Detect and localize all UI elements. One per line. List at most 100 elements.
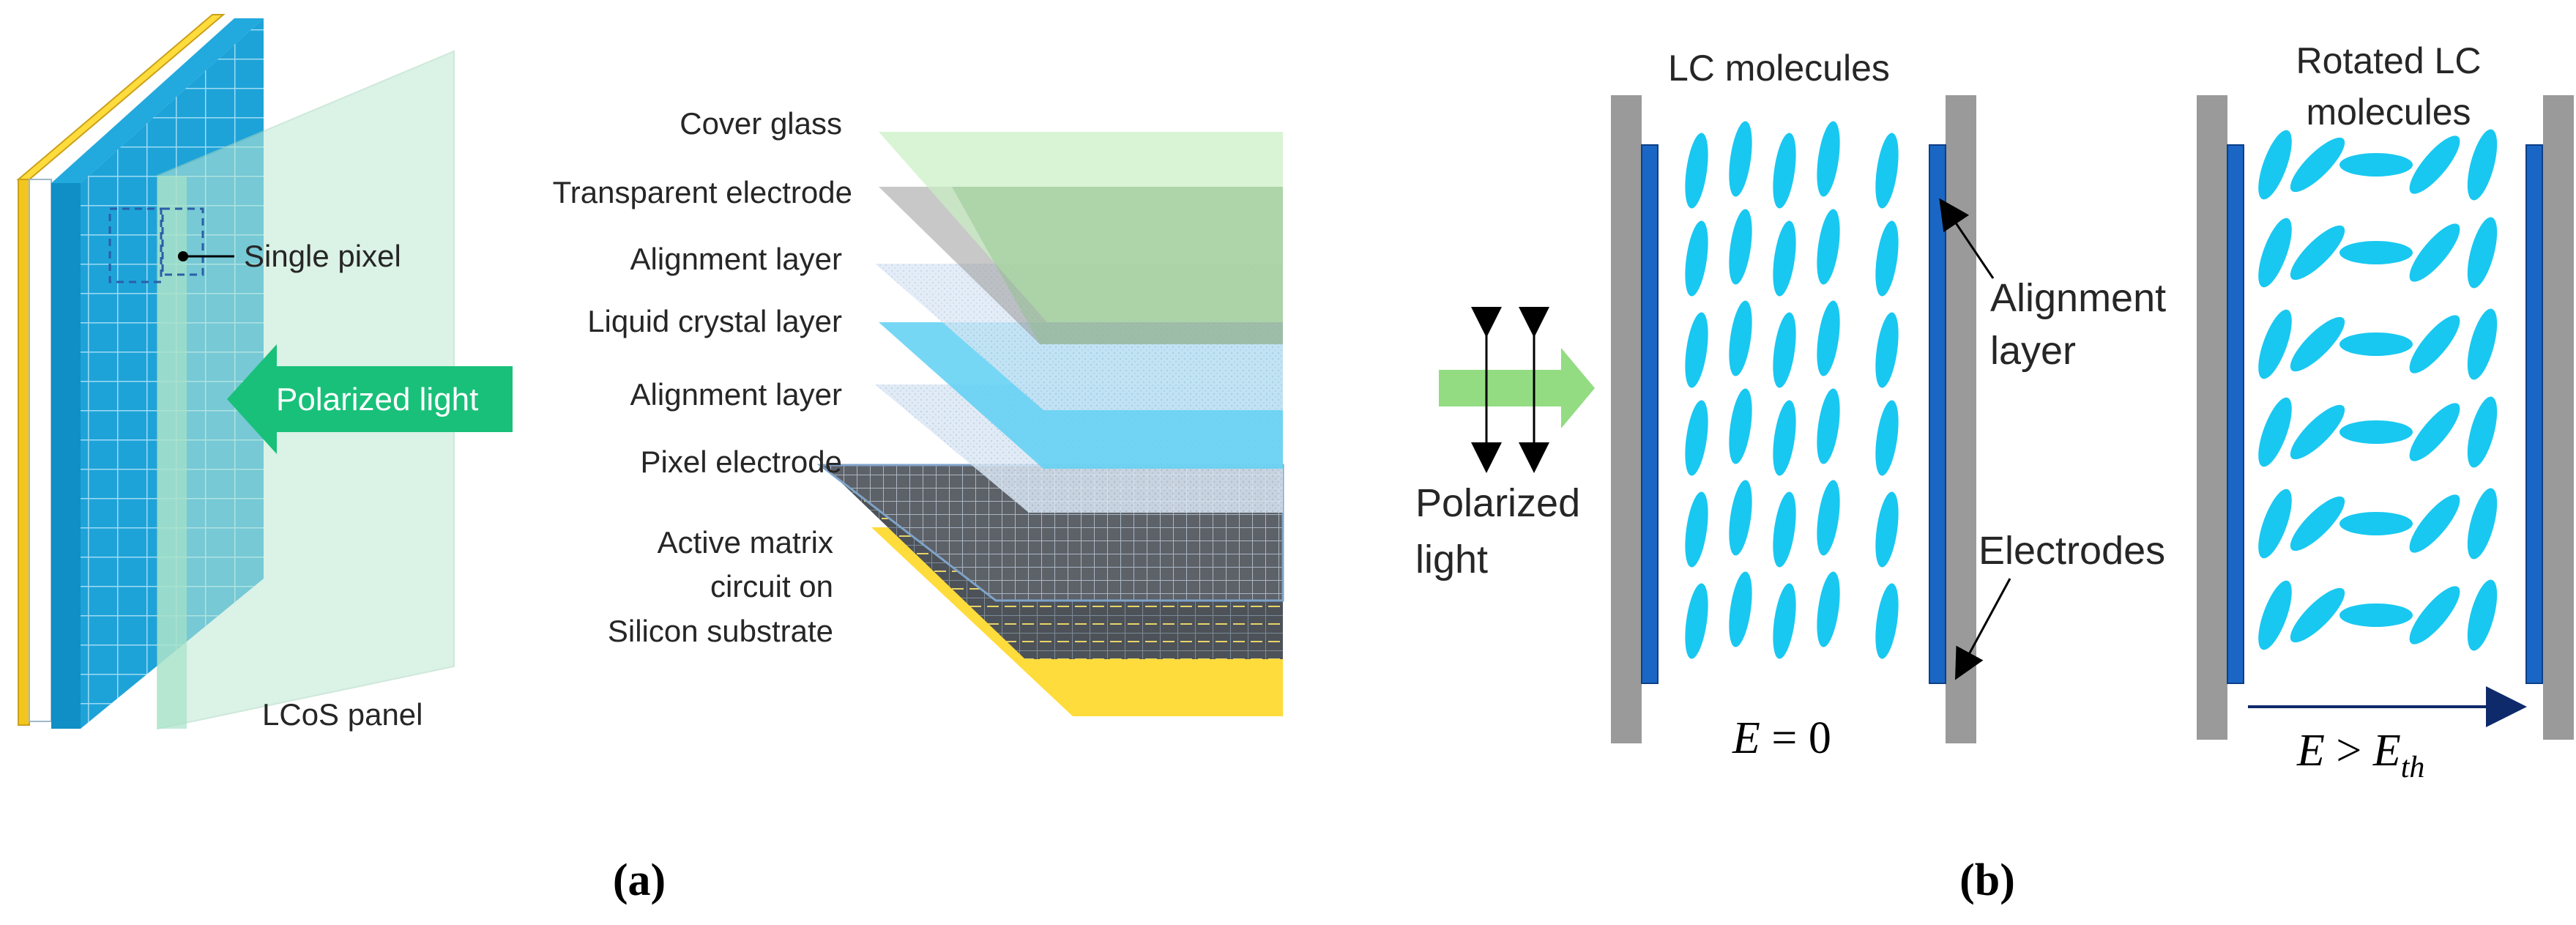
- electrodes-pointer: [1954, 578, 2011, 680]
- layer-stack-illustration: [816, 132, 1284, 716]
- silicon-backplane: [18, 179, 30, 726]
- polarized-light-b-1: Polarized: [1415, 481, 1580, 525]
- electrode-left-on: [2227, 144, 2244, 684]
- label-silicon-substrate: Silicon substrate: [608, 614, 833, 648]
- single-pixel-marker-back: [161, 207, 204, 276]
- label-liquid-crystal-layer: Liquid crystal layer: [587, 304, 842, 338]
- lc-molecule: [2409, 494, 2460, 553]
- lc-molecule: [2467, 396, 2498, 468]
- lc-molecule: [2258, 397, 2292, 467]
- cover-glass-layer: [879, 132, 1283, 322]
- lc-molecule: [1875, 400, 1899, 476]
- lc-molecule: [2409, 315, 2460, 374]
- cell-on-state: [2197, 95, 2574, 740]
- cell-off-state: [1611, 95, 1976, 743]
- lc-molecule: [1729, 121, 1752, 197]
- lc-molecule: [2258, 130, 2292, 200]
- lc-molecule: [2339, 333, 2413, 356]
- electrode-right: [1929, 144, 1946, 684]
- single-pixel-label: Single pixel: [244, 239, 401, 273]
- lc-molecule: [1773, 220, 1796, 297]
- lc-molecule: [1773, 583, 1796, 659]
- caption-a: (a): [613, 855, 666, 905]
- lc-molecule: [1875, 312, 1899, 388]
- electrode-right-on: [2525, 144, 2543, 684]
- lc-molecule: [1817, 121, 1840, 197]
- lc-molecule: [2290, 404, 2345, 460]
- lc-molecule: [1685, 491, 1708, 568]
- lc-molecule: [1773, 312, 1796, 388]
- lc-molecule: [2339, 153, 2413, 177]
- label-pixel-electrode: Pixel electrode: [641, 445, 842, 479]
- field-on-th: th: [2401, 751, 2425, 784]
- lc-molecule: [2290, 225, 2345, 281]
- lc-molecule: [1773, 491, 1796, 568]
- label-alignment-layer-top: Alignment layer: [630, 242, 842, 276]
- lc-molecule: [2258, 580, 2292, 650]
- lc-molecule: [1729, 388, 1752, 464]
- lc-molecules-off: [1685, 121, 1899, 659]
- lc-molecule: [2339, 420, 2413, 444]
- lc-molecule: [1817, 480, 1840, 556]
- polarized-light-label: Polarized light: [276, 382, 478, 417]
- glass-plate-right-on: [2543, 95, 2574, 740]
- lc-molecule: [2339, 603, 2413, 627]
- lc-molecule: [1875, 133, 1899, 209]
- glass-plate-left-on: [2197, 95, 2227, 740]
- electrodes-label: Electrodes: [1978, 529, 2165, 573]
- lc-molecule: [2467, 217, 2498, 289]
- label-alignment-layer-bottom: Alignment layer: [630, 377, 842, 412]
- lc-molecule: [2258, 309, 2292, 379]
- single-pixel-dot: [178, 251, 188, 261]
- field-on-gt: >: [2325, 726, 2373, 776]
- caption-b: (b): [1959, 855, 2015, 905]
- lc-molecule: [1685, 220, 1708, 297]
- lc-molecule: [2409, 223, 2460, 282]
- lc-molecule: [1685, 400, 1708, 476]
- polarized-light-b-2: light: [1415, 538, 1488, 582]
- lc-molecule: [2409, 135, 2460, 194]
- lc-molecule: [2258, 218, 2292, 288]
- lc-molecule: [2290, 587, 2345, 643]
- incident-light: [1439, 307, 1595, 473]
- lc-molecule: [1875, 583, 1899, 659]
- field-on-eth: E: [2372, 726, 2401, 776]
- lc-molecule: [2258, 488, 2292, 559]
- lc-molecule: [2339, 241, 2413, 264]
- single-pixel-marker: [108, 207, 163, 283]
- lc-molecule: [2409, 403, 2460, 461]
- layer-labels: Cover glass Transparent electrode Alignm…: [553, 106, 852, 648]
- alignment-layer-label-2: layer: [1990, 329, 2076, 373]
- incident-light-arrow: [1439, 348, 1595, 428]
- lc-molecule: [1729, 209, 1752, 285]
- label-transparent-electrode: Transparent electrode: [553, 175, 852, 209]
- field-on-equation: E > Eth: [2296, 726, 2424, 784]
- label-circuit-on: circuit on: [710, 569, 833, 603]
- label-active-matrix: Active matrix: [658, 525, 833, 560]
- lc-molecule: [1729, 300, 1752, 376]
- field-off-value: = 0: [1760, 713, 1831, 763]
- electrode-left: [1641, 144, 1659, 684]
- lc-molecule: [2339, 512, 2413, 535]
- lc-molecule: [1817, 300, 1840, 376]
- polarized-light-arrow: [227, 344, 513, 454]
- lc-molecule: [2290, 316, 2345, 372]
- pixel-grid-panel: [51, 183, 81, 729]
- alignment-layer-label-1: Alignment: [1990, 276, 2166, 320]
- rotated-lc-label-1: Rotated LC: [2296, 40, 2482, 81]
- label-cover-glass: Cover glass: [680, 106, 842, 141]
- lc-molecule: [2290, 137, 2345, 193]
- lcos-panel-illustration: Single pixel Polarized light LCoS panel: [16, 14, 513, 732]
- lc-molecule: [2467, 488, 2498, 560]
- cover-glass-edge: [157, 176, 187, 729]
- silicon-backplane-top: [16, 14, 226, 180]
- lc-molecule: [1729, 571, 1752, 647]
- field-off-e: E: [1732, 713, 1760, 763]
- glass-plate-left: [1611, 95, 1642, 743]
- lc-molecule: [1685, 312, 1708, 388]
- lc-molecule: [1875, 220, 1899, 297]
- lc-molecules-label: LC molecules: [1668, 48, 1890, 89]
- field-off-equation: E = 0: [1732, 713, 1831, 763]
- lc-molecule: [1729, 480, 1752, 556]
